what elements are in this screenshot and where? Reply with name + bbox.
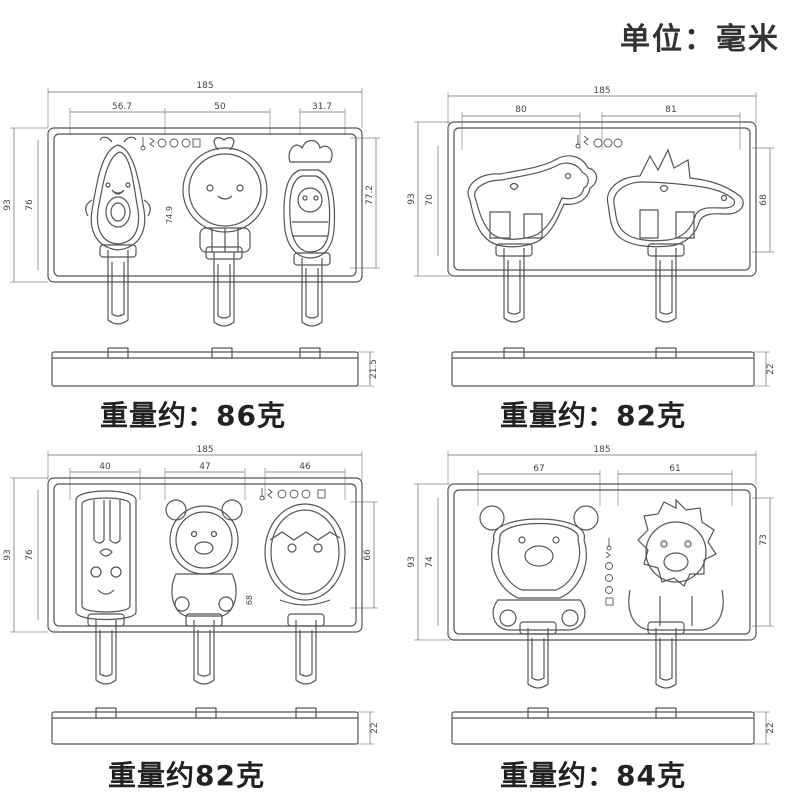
dim-cavity-2: 61 [669, 464, 680, 474]
dim-right-height: 66 [363, 549, 373, 561]
dim-mid-height: 68 [245, 595, 254, 605]
side-view: 22 [51, 707, 380, 745]
popsicle-sticks [495, 243, 685, 323]
dim-right-height: 73 [759, 534, 769, 545]
mold-1-weight: 重量约：86克 [100, 399, 286, 432]
mold-1: 185 56.7 50 31.7 93 76 77.2 74.9 [3, 81, 380, 387]
dim-cavity-2: 81 [665, 105, 676, 115]
dim-height: 93 [3, 199, 13, 210]
stegosaurus-cavity [606, 148, 744, 248]
chick-pear-cavity [85, 136, 151, 251]
dim-thickness: 22 [370, 722, 380, 733]
side-view: 22 [451, 347, 776, 387]
dim-inner-height: 74 [425, 556, 435, 568]
care-symbols [259, 488, 326, 501]
side-view: 22 [451, 707, 776, 745]
dim-total-width: 185 [593, 445, 610, 455]
dim-cavity-1: 40 [99, 462, 111, 472]
unit-label: 单位：毫米 [620, 22, 780, 57]
dim-inner-height: 70 [425, 194, 435, 206]
dim-height: 93 [407, 193, 417, 204]
dim-height: 93 [3, 549, 13, 560]
bear-face-cavity [479, 505, 599, 631]
dim-total-width: 185 [196, 81, 213, 91]
triceratops-cavity [467, 155, 598, 248]
mold-3-weight: 重量约82克 [108, 759, 265, 792]
dim-total-width: 185 [593, 86, 610, 96]
dim-height: 93 [407, 556, 417, 567]
dim-mid-height: 74.9 [165, 206, 174, 224]
dim-cavity-3: 46 [299, 462, 311, 472]
dim-cavity-1: 56.7 [112, 102, 132, 112]
care-symbols [605, 538, 614, 606]
dim-thickness: 22 [766, 363, 776, 374]
bear-cavity [165, 499, 243, 617]
lion-cavity [628, 498, 724, 631]
popsicle-sticks [99, 244, 331, 327]
mold-3: 185 40 47 46 93 76 66 68 [3, 445, 380, 745]
side-view: 21.5 [51, 347, 379, 387]
rabbit-cavity [75, 490, 137, 621]
dim-thickness: 22 [766, 722, 776, 733]
mold-2: 185 80 81 93 70 68 [407, 86, 776, 387]
dim-cavity-1: 80 [515, 105, 527, 115]
mold-2-weight: 重量约：82克 [500, 399, 686, 432]
dim-cavity-2: 47 [199, 462, 210, 472]
care-symbols [140, 137, 201, 151]
carrot-cavity [283, 139, 336, 259]
egg-cavity [264, 503, 346, 606]
dim-right-height: 68 [759, 194, 769, 206]
dim-cavity-1: 67 [533, 464, 544, 474]
dim-cavity-3: 31.7 [312, 102, 332, 112]
popsicle-sticks [519, 621, 685, 689]
dim-cavity-2: 50 [214, 102, 226, 112]
dim-total-width: 185 [196, 445, 213, 455]
dim-inner-height: 76 [25, 549, 35, 561]
chick-head-cavity [182, 137, 268, 253]
mold-4-weight: 重量约：84克 [500, 759, 686, 792]
dim-right-height: 77.2 [365, 185, 375, 205]
mold-4: 185 67 61 93 74 73 [407, 445, 776, 745]
dim-thickness: 21.5 [369, 359, 379, 379]
care-symbols [575, 135, 623, 149]
dim-inner-height: 76 [25, 199, 35, 211]
popsicle-sticks [87, 613, 325, 685]
